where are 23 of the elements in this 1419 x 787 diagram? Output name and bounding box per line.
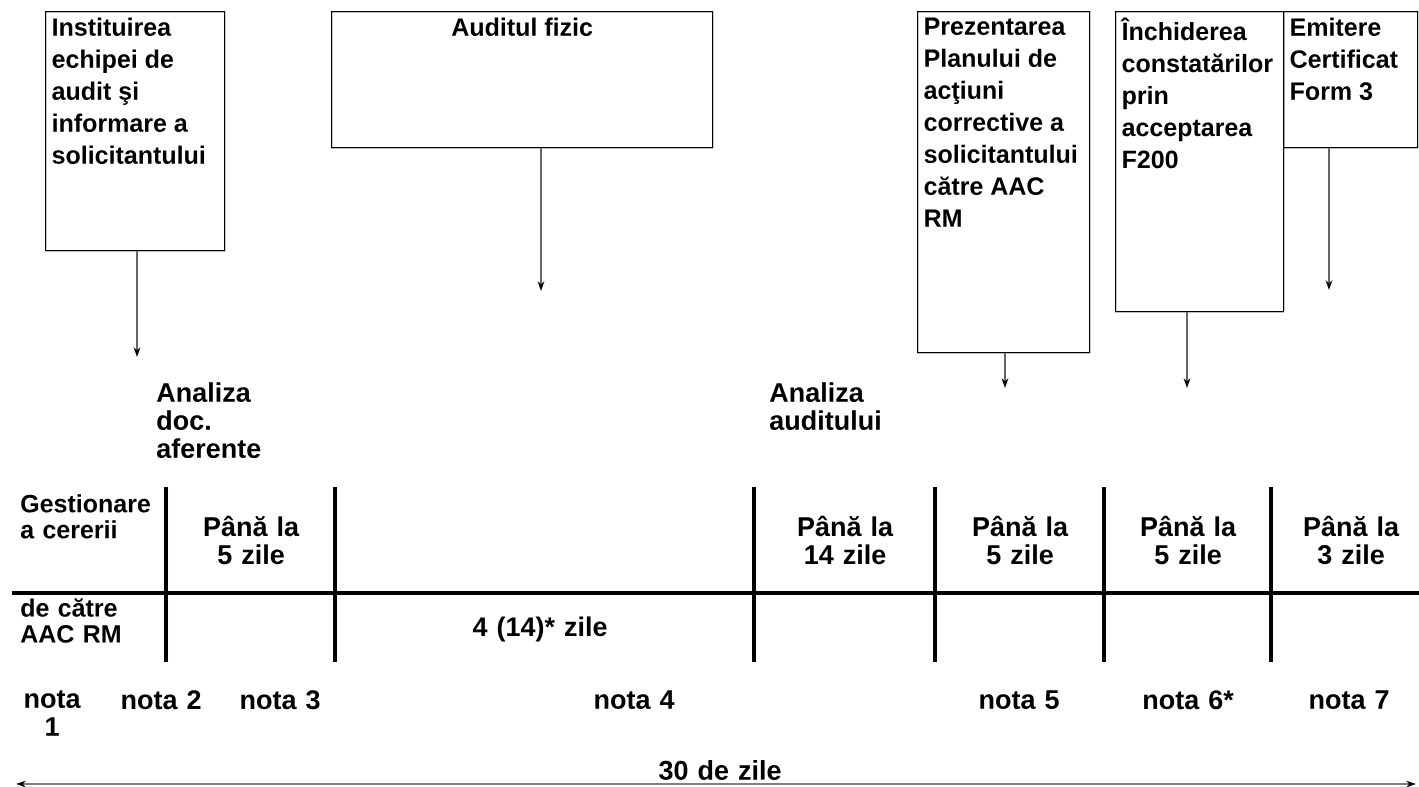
process-box: Închiderea constatărilor prin acceptarea F200 [1115,11,1285,313]
duration-label: Până la 3 zile [1304,515,1400,565]
note-label: nota 3 [241,690,320,710]
duration-label: Până la 5 zile [973,515,1069,565]
duration-label: Până la 14 zile [798,515,894,565]
step-label: Analiza doc. aferente [156,382,261,459]
process-box: Prezentarea Planului de acţiuni corrective a solicitantului către AAC RM [917,11,1091,354]
dimension-label: 30 de zile [659,760,781,780]
duration-label: Până la 5 zile [204,515,300,565]
duration-label: 4 (14)* zile [472,616,607,642]
note-label: nota 4 [595,690,675,710]
step-label: de către AAC RM [20,598,120,643]
process-box: Auditul fizic [331,11,714,149]
note-label: nota 7 [1310,690,1389,710]
note-label: nota 2 [122,690,201,710]
process-box: Emitere Certificat Form 3 [1283,11,1419,149]
note-label: nota 6* [1144,690,1234,710]
note-label: nota 1 [25,690,81,736]
process-box: Instituirea echipei de audit şi informare a solicitantului [45,11,226,252]
duration-label: Până la 5 zile [1141,515,1237,565]
step-label: Analiza auditului [769,382,880,431]
step-label: Gestionare a cererii [20,494,150,539]
note-label: nota 5 [980,690,1059,710]
